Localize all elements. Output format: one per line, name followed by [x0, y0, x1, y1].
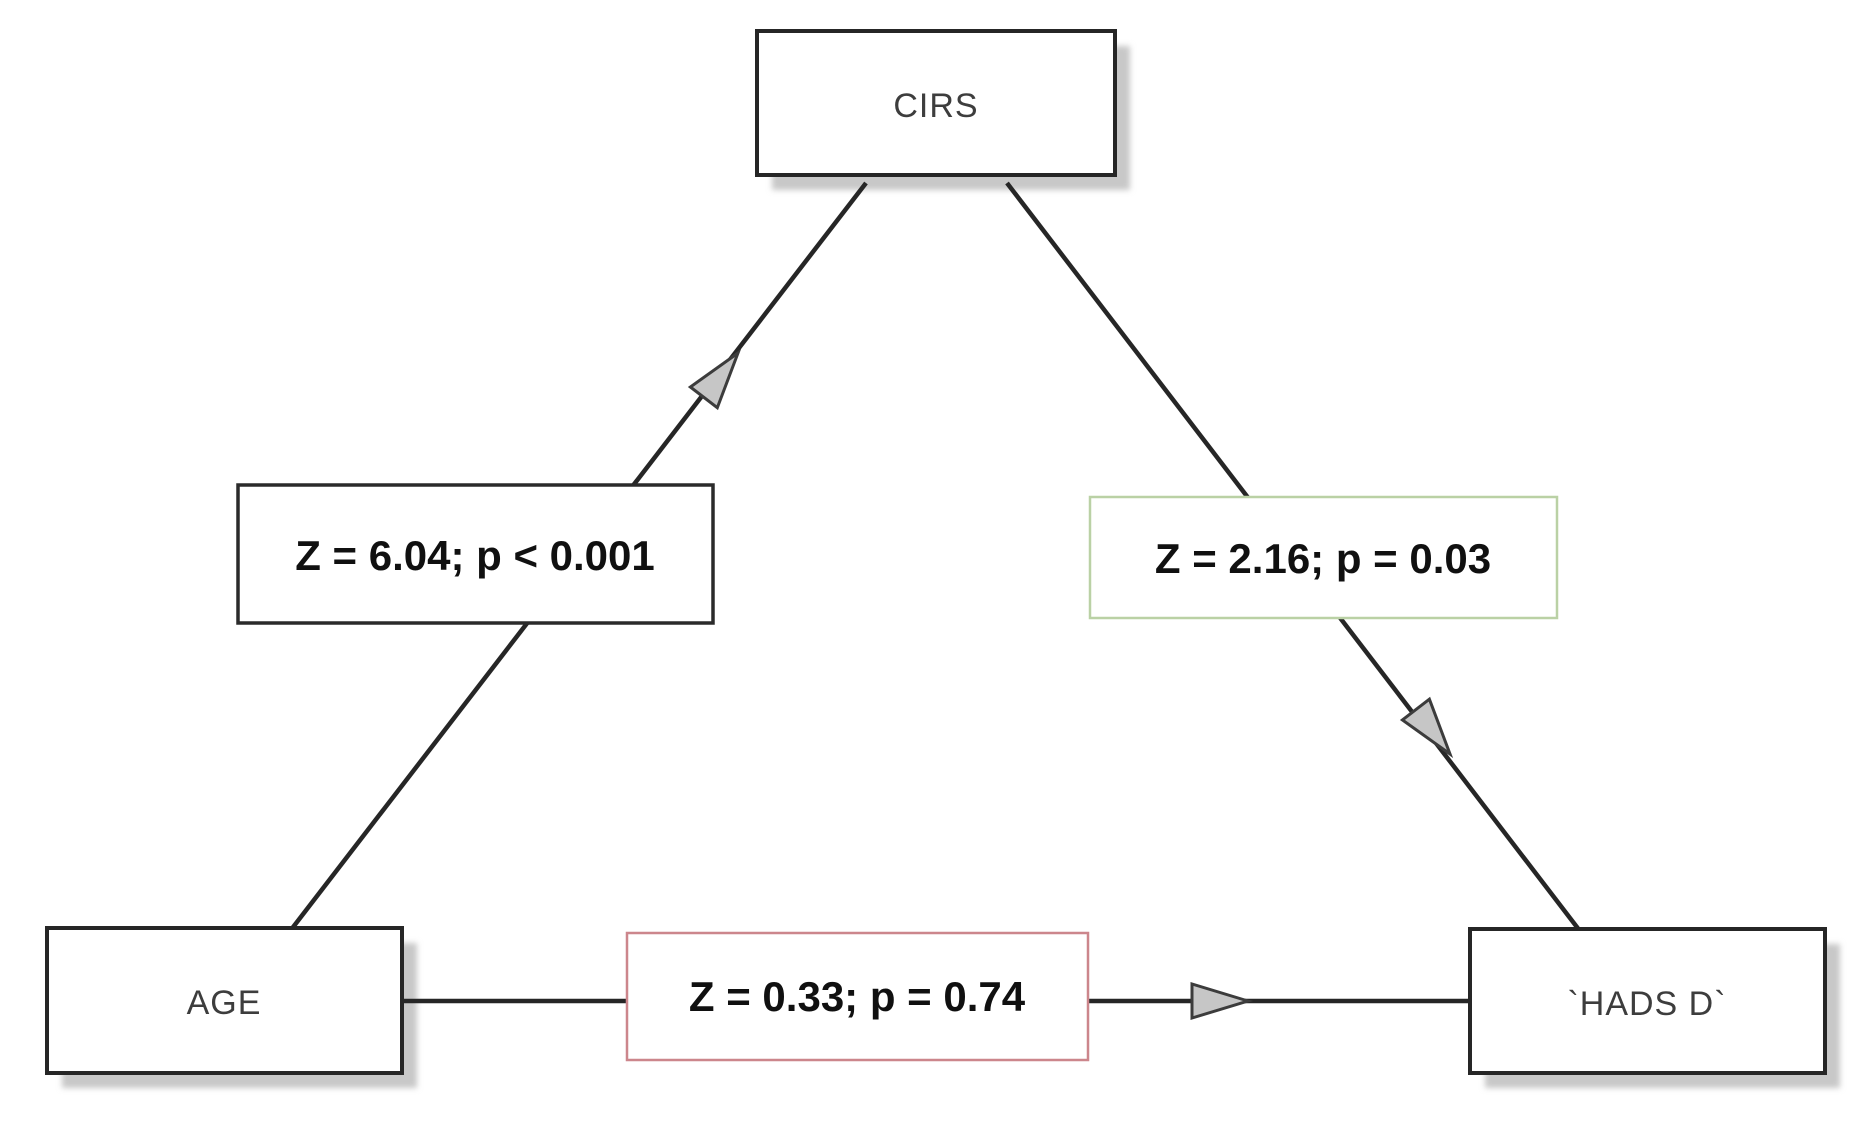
arrowhead-cirs-to-hads-d-icon — [1399, 696, 1454, 759]
node-hads-d-box — [1468, 927, 1827, 1075]
node-age-label: AGE — [187, 984, 262, 1022]
arrowhead-age-to-cirs-icon — [687, 348, 742, 411]
stat-box-age-to-cirs — [236, 483, 715, 625]
node-cirs-box — [755, 29, 1117, 177]
node-cirs-label: CIRS — [893, 87, 978, 125]
node-age-box — [45, 926, 404, 1075]
stat-label-age-to-cirs: Z = 6.04; p < 0.001 — [295, 532, 655, 579]
stat-label-age-to-hads-d: Z = 0.33; p = 0.74 — [689, 973, 1026, 1020]
stat-box-age-to-hads-d — [625, 931, 1090, 1062]
arrowhead-age-to-hads-d-icon — [1190, 981, 1254, 1021]
stat-box-cirs-to-hads-d — [1088, 495, 1559, 620]
node-hads-d-label: `HADS D` — [1567, 985, 1726, 1023]
stat-label-cirs-to-hads-d: Z = 2.16; p = 0.03 — [1155, 535, 1491, 582]
